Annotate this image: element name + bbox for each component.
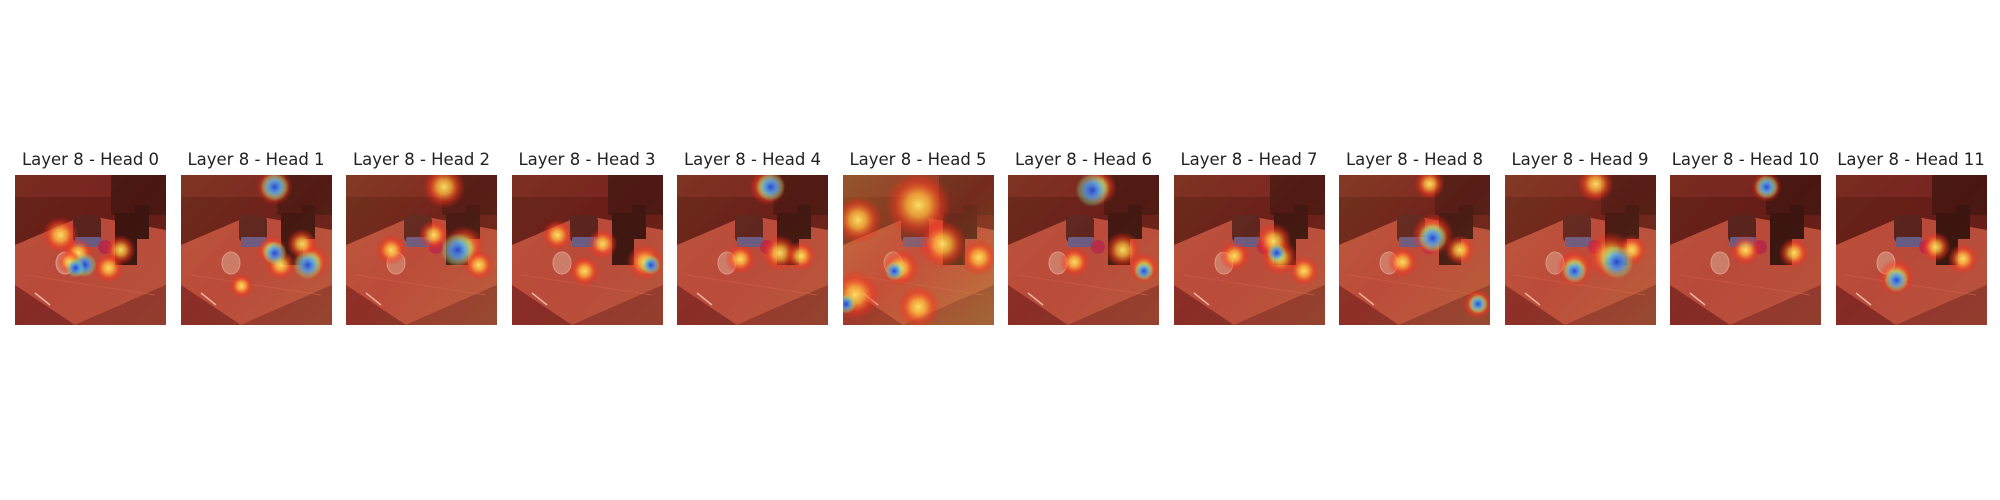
heatmap-image — [346, 175, 497, 325]
panel-title: Layer 8 - Head 4 — [683, 150, 822, 169]
panel-title: Layer 8 - Head 5 — [849, 150, 987, 169]
panel-title: Layer 8 - Head 1 — [187, 150, 325, 169]
heatmap-image — [1173, 175, 1325, 325]
heatmap-image — [842, 175, 994, 325]
panel-title: Layer 8 - Head 6 — [1014, 150, 1153, 169]
heatmap-image — [677, 175, 828, 325]
panel-title: Layer 8 - Head 8 — [1345, 150, 1484, 169]
panel-title: Layer 8 - Head 10 — [1671, 150, 1820, 169]
heatmap-image — [1504, 175, 1656, 325]
panel-title: Layer 8 - Head 9 — [1511, 150, 1649, 169]
heatmap-image — [1008, 175, 1159, 325]
panel-title: Layer 8 - Head 0 — [21, 150, 160, 169]
heatmap-image — [511, 175, 663, 325]
panel-title: Layer 8 - Head 3 — [518, 150, 656, 169]
panel-title: Layer 8 - Head 11 — [1837, 150, 1985, 169]
heatmap-image — [1670, 175, 1821, 325]
panel-title: Layer 8 - Head 2 — [352, 150, 491, 169]
heatmap-image — [180, 175, 332, 325]
panel-title: Layer 8 - Head 7 — [1180, 150, 1318, 169]
heatmap-image — [1835, 175, 1987, 325]
heatmap-image — [15, 175, 166, 325]
heatmap-image — [1339, 175, 1490, 325]
